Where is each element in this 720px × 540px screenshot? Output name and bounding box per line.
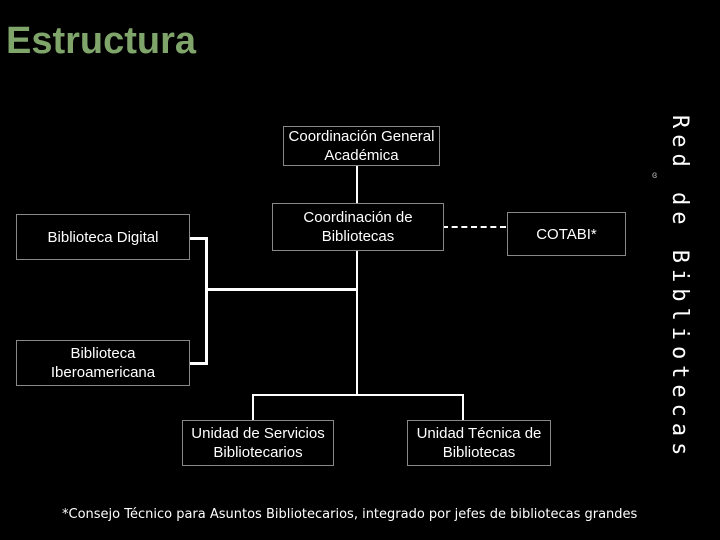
connector-coord-to-cotabi	[442, 226, 506, 228]
side-label: Red de Bibliotecas	[667, 115, 692, 462]
connector-coord-down	[356, 250, 358, 290]
node-coordinacion-general: Coordinación General Académica	[283, 126, 440, 166]
node-unidad-servicios: Unidad de Servicios Bibliotecarios	[182, 420, 334, 466]
connector-to-servicios	[252, 394, 254, 420]
node-biblioteca-digital: Biblioteca Digital	[16, 214, 190, 260]
node-label: Unidad de Servicios Bibliotecarios	[191, 425, 325, 461]
footnote: *Consejo Técnico para Asuntos Biblioteca…	[62, 507, 638, 522]
connector-to-tecnica	[462, 394, 464, 420]
connector-main-horizontal	[205, 288, 358, 291]
connector-general-to-coord	[356, 163, 358, 203]
node-label: Unidad Técnica de Bibliotecas	[416, 425, 542, 461]
node-label: COTABI*	[536, 225, 597, 243]
node-label: Coordinación de Bibliotecas	[303, 209, 413, 245]
node-unidad-tecnica: Unidad Técnica de Bibliotecas	[407, 420, 551, 466]
connector-to-digital	[188, 237, 208, 240]
page-title: Estructura	[6, 20, 197, 62]
connector-units-horizontal	[252, 394, 464, 396]
node-label: Biblioteca Iberoamericana	[50, 345, 156, 381]
node-coordinacion-bibliotecas: Coordinación de Bibliotecas	[272, 203, 444, 251]
node-label: Biblioteca Digital	[47, 228, 159, 246]
decorative-mark: ɞ	[652, 170, 658, 181]
connector-left-vertical	[205, 237, 208, 365]
node-label: Coordinación General Académica	[288, 128, 435, 164]
node-cotabi: COTABI*	[507, 212, 626, 256]
connector-to-iberoamericana	[188, 362, 208, 365]
node-biblioteca-iberoamericana: Biblioteca Iberoamericana	[16, 340, 190, 386]
connector-coord-to-units	[356, 291, 358, 396]
